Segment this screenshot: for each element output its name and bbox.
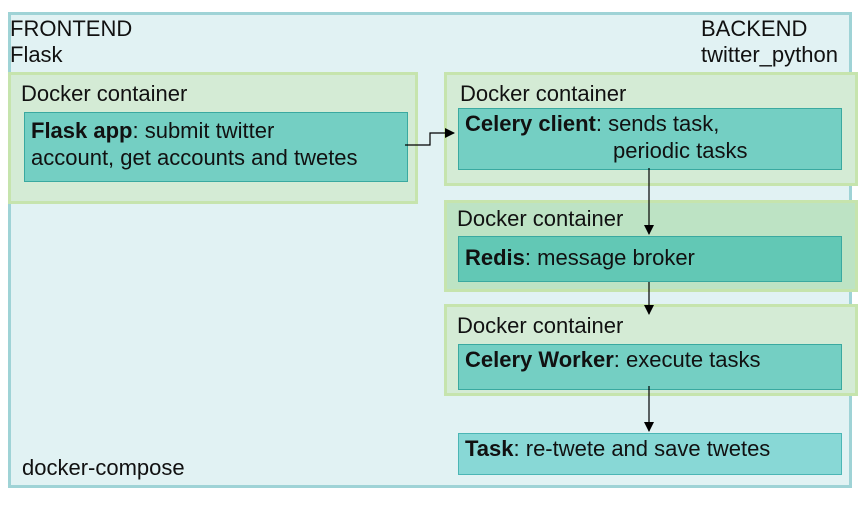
docker-compose-label: docker-compose — [22, 455, 185, 480]
redis-desc: : message broker — [524, 245, 695, 270]
celery-client-docker-container: Docker container Celery client: sends ta… — [444, 72, 858, 186]
celery-worker-desc: : execute tasks — [613, 347, 761, 372]
celery-client-desc-2: periodic tasks — [613, 138, 748, 163]
flask-app-box: Flask app: submit twitter account, get a… — [24, 112, 408, 182]
backend-label: BACKEND twitter_python — [701, 16, 838, 68]
redis-name: Redis — [465, 245, 525, 270]
flask-app-desc-2: account, get accounts and twetes — [31, 145, 358, 170]
celery-worker-container-title: Docker container — [457, 313, 624, 338]
flask-container-title: Docker container — [21, 81, 188, 106]
frontend-label: FRONTEND Flask — [10, 16, 132, 68]
backend-title: BACKEND — [701, 16, 808, 41]
celery-worker-box: Celery Worker: execute tasks — [458, 344, 842, 390]
celery-client-name: Celery client — [465, 111, 596, 136]
celery-client-box: Celery client: sends task, periodic task… — [458, 108, 842, 170]
celery-client-desc-1: : sends task, — [595, 111, 720, 136]
redis-container-title: Docker container — [457, 206, 624, 231]
task-desc: : re-twete and save twetes — [513, 436, 771, 461]
redis-docker-container: Docker container Redis: message broker — [444, 200, 858, 292]
redis-box: Redis: message broker — [458, 236, 842, 282]
frontend-title: FRONTEND — [10, 16, 133, 41]
task-box: Task: re-twete and save twetes — [458, 433, 842, 475]
task-name: Task — [465, 436, 514, 461]
celery-worker-name: Celery Worker — [465, 347, 614, 372]
celery-worker-docker-container: Docker container Celery Worker: execute … — [444, 304, 858, 396]
backend-subtitle: twitter_python — [701, 42, 838, 67]
flask-app-name: Flask app — [31, 118, 133, 143]
flask-docker-container: Docker container Flask app: submit twitt… — [8, 72, 418, 204]
flask-app-desc-1: : submit twitter — [132, 118, 275, 143]
celery-client-container-title: Docker container — [460, 81, 627, 106]
frontend-subtitle: Flask — [10, 42, 63, 67]
